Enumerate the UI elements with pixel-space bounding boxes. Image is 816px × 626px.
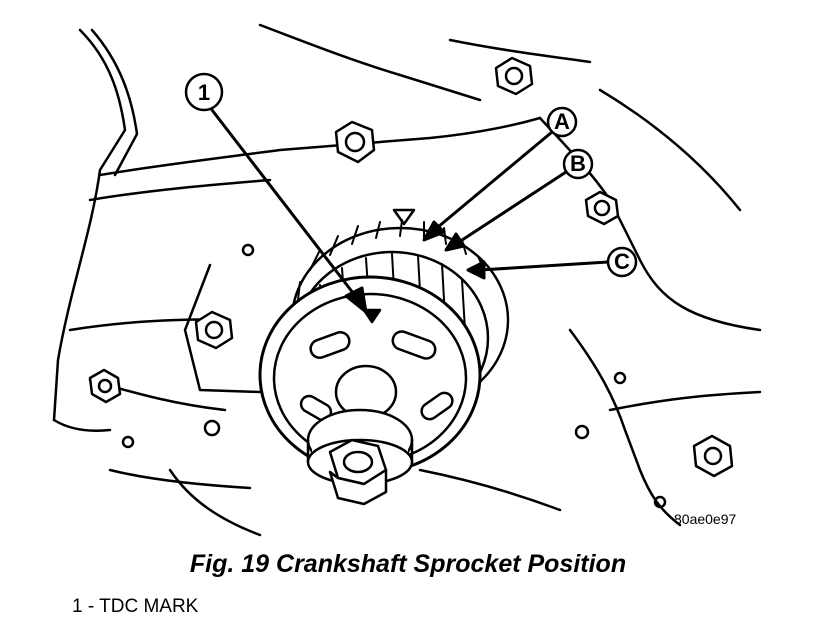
bolt (584, 190, 620, 226)
legend-text: TDC MARK (99, 596, 199, 617)
callout-1: 1 (184, 72, 224, 112)
leader-line-C (478, 260, 610, 272)
bolt (494, 56, 534, 96)
mounting-hole (121, 243, 667, 509)
callout-B: B (562, 148, 594, 180)
crankshaft-bolt (306, 408, 414, 506)
bolt (194, 310, 234, 350)
bolt (88, 368, 122, 404)
legend-separator: - (82, 596, 100, 617)
leader-line-1 (210, 108, 362, 304)
leader-line-A (430, 130, 554, 234)
callout-label: A (554, 109, 570, 134)
callout-C: C (606, 246, 638, 278)
leader-arrowhead-B (444, 232, 466, 252)
bolt (692, 434, 734, 478)
legend-number: 1 (72, 596, 83, 617)
leader-line-B (454, 170, 568, 246)
figure-caption: Fig. 19 Crankshaft Sprocket Position (189, 550, 627, 578)
cover-timing-mark (392, 208, 416, 226)
callout-label: B (570, 151, 586, 176)
crankshaft-sprocket-illustration: 1 A B C 80ae0e97 (52, 23, 762, 537)
callout-label: 1 (198, 80, 210, 105)
callout-A: A (546, 106, 578, 138)
leader-arrowhead-1 (344, 286, 368, 314)
leader-arrowhead-C (466, 260, 486, 280)
engine-block-outline (52, 23, 762, 537)
leader-arrowhead-A (422, 220, 446, 242)
tdc-mark (362, 308, 382, 324)
callout-label: C (614, 249, 630, 274)
legend-item: 1 - TDC MARK (72, 596, 198, 618)
image-code: 80ae0e97 (674, 511, 737, 527)
bolt (334, 120, 376, 164)
